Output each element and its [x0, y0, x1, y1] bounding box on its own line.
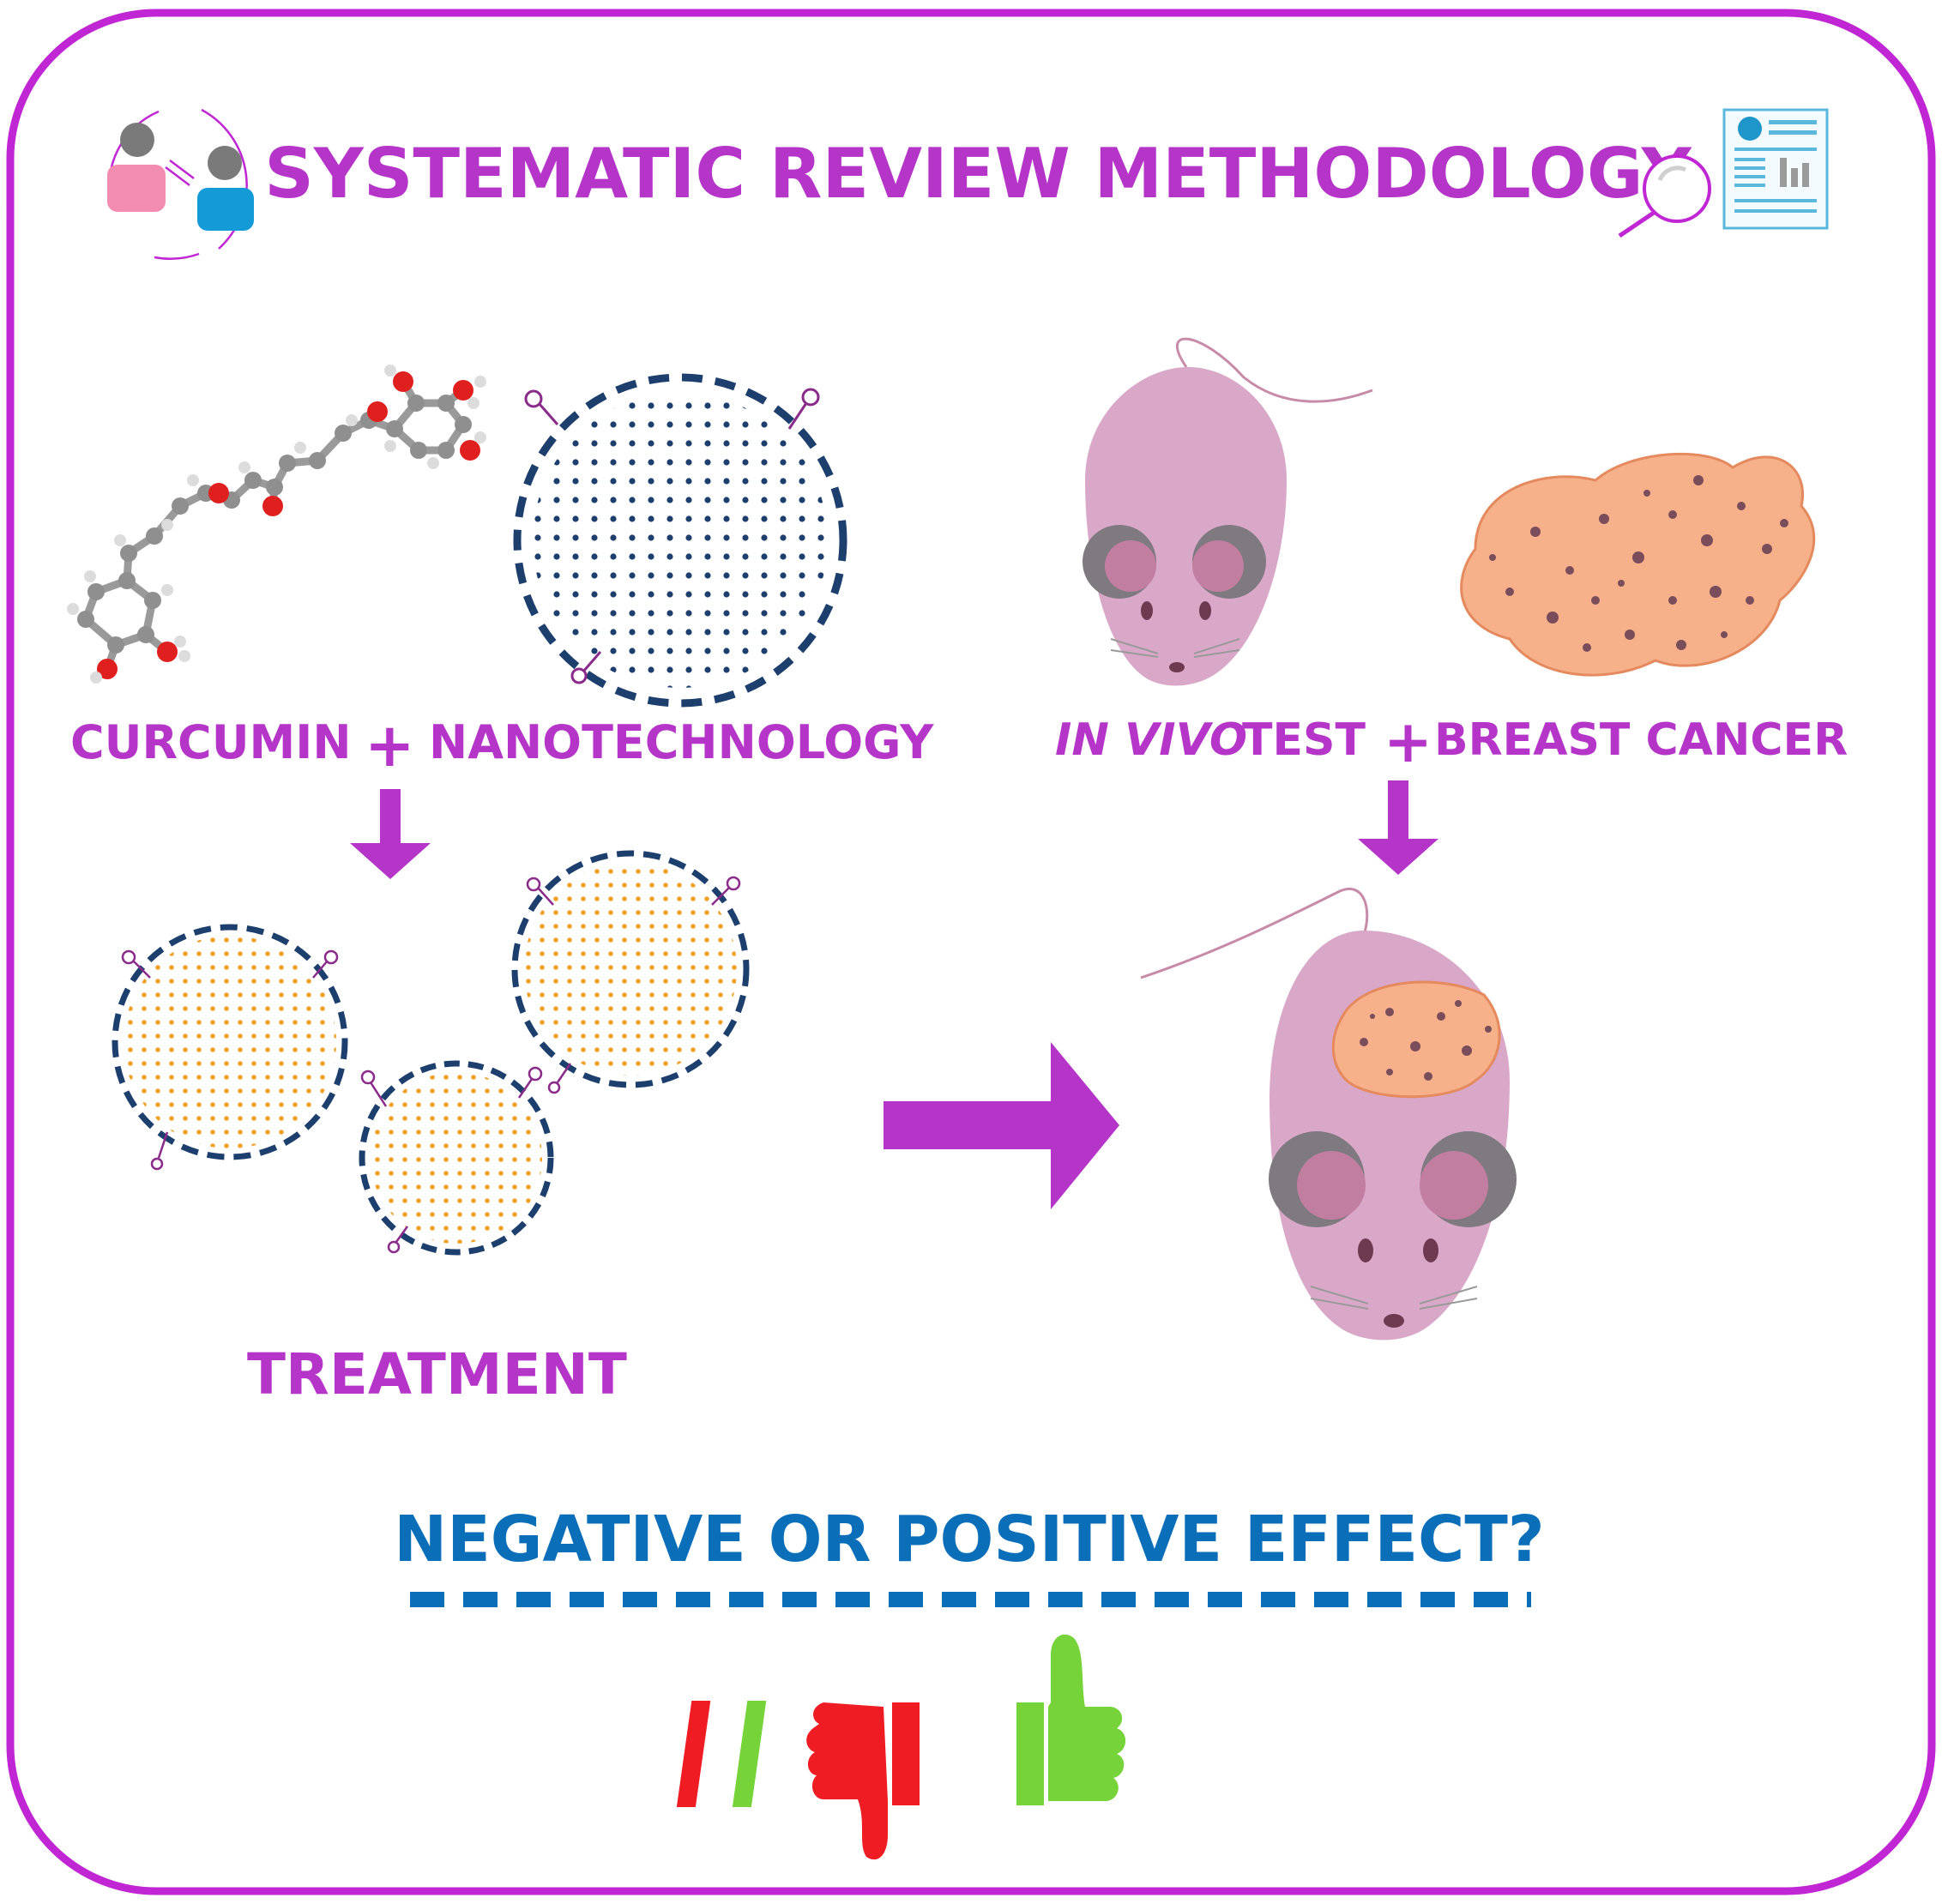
loaded-nanoparticle-1	[112, 924, 348, 1171]
report-magnifier-icon	[1618, 108, 1829, 238]
treatment-label: TREATMENT	[247, 1341, 627, 1407]
plus-sign-left: +	[365, 710, 415, 780]
mouse-icon	[1083, 337, 1373, 686]
thumbs-down-up-icon	[676, 1634, 1126, 1860]
nanoparticle-icon	[513, 373, 847, 708]
down-arrow-right	[1358, 780, 1438, 875]
mouse-with-tumor-icon	[1140, 887, 1517, 1341]
outer-frame	[6, 9, 1936, 1895]
plus-sign-right: +	[1384, 708, 1432, 776]
loaded-nanoparticle-3	[511, 850, 750, 1094]
nanotechnology-label: NANOTECHNOLOGY	[429, 715, 934, 769]
curcumin-label: CURCUMIN	[70, 715, 352, 769]
down-arrow-left	[350, 789, 431, 879]
breast-cancer-label: BREAST CANCER	[1434, 714, 1848, 766]
in-vivo-label: IN VIVO	[1055, 714, 1247, 766]
loaded-nanoparticle-2	[359, 1060, 554, 1256]
tumor-icon	[1460, 452, 1816, 677]
reviewers-icon	[107, 108, 254, 260]
page-title: SYSTEMATIC REVIEW METHODOLOGY	[264, 134, 1692, 214]
curcumin-atoms	[67, 365, 486, 684]
test-label: TEST	[1242, 714, 1366, 766]
right-arrow	[884, 1042, 1119, 1209]
effect-question: NEGATIVE OR POSITIVE EFFECT?	[394, 1503, 1544, 1576]
